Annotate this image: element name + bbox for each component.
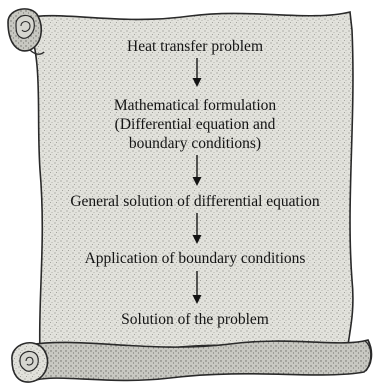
step-4-line-1: Application of boundary conditions <box>30 249 360 268</box>
step-general-solution: General solution of differential equatio… <box>30 192 360 211</box>
arrow-down-icon <box>191 271 203 305</box>
step-3-line-1: General solution of differential equatio… <box>30 192 360 211</box>
step-solution-of-the-problem: Solution of the problem <box>30 310 360 329</box>
arrow-down-icon <box>191 213 203 245</box>
step-1-line-1: Heat transfer problem <box>30 37 360 56</box>
step-heat-transfer-problem: Heat transfer problem <box>30 37 360 56</box>
arrow-down-icon <box>191 58 203 88</box>
step-2-line-1: Mathematical formulation <box>30 96 360 115</box>
step-mathematical-formulation: Mathematical formulation (Differential e… <box>30 96 360 153</box>
scroll-bottom-roll <box>12 340 372 382</box>
step-2-line-3: boundary conditions) <box>30 134 360 153</box>
arrow-down-icon <box>191 155 203 187</box>
step-application-of-boundary-conditions: Application of boundary conditions <box>30 249 360 268</box>
scroll-paper <box>26 12 353 352</box>
step-5-line-1: Solution of the problem <box>30 310 360 329</box>
step-2-line-2: (Differential equation and <box>30 115 360 134</box>
